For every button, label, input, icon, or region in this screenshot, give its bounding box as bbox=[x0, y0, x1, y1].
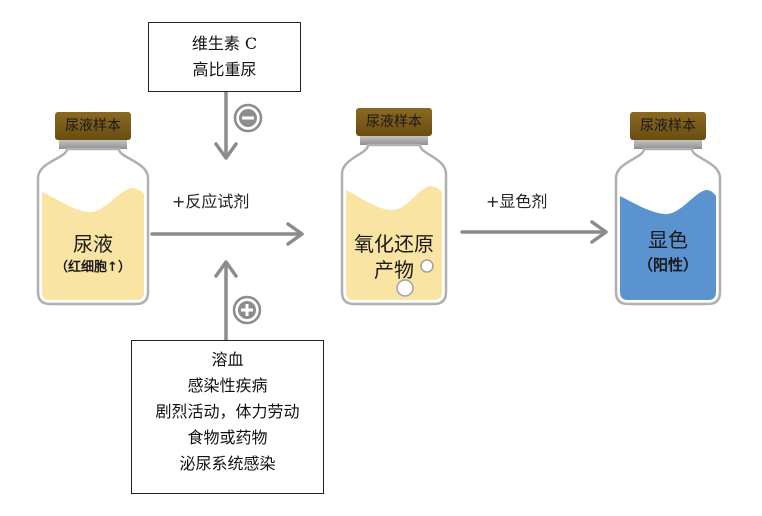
jar-color-band bbox=[634, 140, 702, 149]
reagent-label: +反应试剂 bbox=[172, 192, 250, 211]
enhancer-item: 剧烈活动，体力劳动 bbox=[155, 402, 300, 421]
enhancer-item: 溶血 bbox=[211, 350, 244, 369]
jar-redox-cap-label: 尿液样本 bbox=[366, 114, 422, 130]
bubble-large bbox=[396, 279, 414, 297]
enhancer-item: 泌尿系统感染 bbox=[179, 454, 276, 473]
jar-color-sublabel: （阳性） bbox=[637, 256, 698, 274]
jar-urine-liquid bbox=[42, 188, 144, 300]
jar-redox bbox=[340, 108, 448, 306]
enhancer-item: 食物或药物 bbox=[187, 428, 268, 447]
jar-redox-label-2: 产物 bbox=[374, 258, 414, 282]
jar-color bbox=[614, 112, 722, 306]
jar-urine-label: 尿液 bbox=[73, 232, 113, 256]
jar-redox-label-1: 氧化还原 bbox=[354, 232, 434, 256]
jar-redox-cap bbox=[356, 108, 432, 136]
inhibitor-line-2: 高比重尿 bbox=[192, 60, 257, 79]
enhancer-box: 溶血 感染性疾病 剧烈活动，体力劳动 食物或药物 泌尿系统感染 bbox=[131, 340, 324, 494]
jar-urine-cap bbox=[55, 112, 131, 140]
jar-color-liquid bbox=[620, 190, 716, 300]
arrow-color-agent bbox=[460, 220, 608, 244]
jar-urine bbox=[36, 112, 150, 306]
jar-urine-band bbox=[59, 140, 127, 149]
jar-redox-band bbox=[360, 136, 428, 145]
jar-urine-cap-label: 尿液样本 bbox=[65, 118, 121, 134]
arrow-inhibit bbox=[214, 90, 238, 160]
bubble-small bbox=[420, 259, 434, 273]
jar-color-cap bbox=[630, 112, 706, 140]
enhancer-item: 感染性疾病 bbox=[187, 376, 268, 395]
jar-color-label: 显色 bbox=[648, 228, 688, 252]
jar-redox-liquid bbox=[346, 186, 442, 300]
arrow-reagent bbox=[150, 222, 304, 246]
jar-color-cap-label: 尿液样本 bbox=[640, 118, 696, 134]
minus-circle-icon bbox=[233, 103, 263, 133]
inhibitor-box: 维生素 C 高比重尿 bbox=[148, 22, 301, 92]
inhibitor-line-1: 维生素 C bbox=[191, 34, 258, 53]
plus-circle-icon bbox=[232, 295, 262, 325]
color-agent-label: +显色剂 bbox=[486, 192, 548, 211]
arrow-enhance bbox=[214, 260, 238, 342]
jar-urine-sublabel: （红细胞↑） bbox=[55, 260, 131, 275]
